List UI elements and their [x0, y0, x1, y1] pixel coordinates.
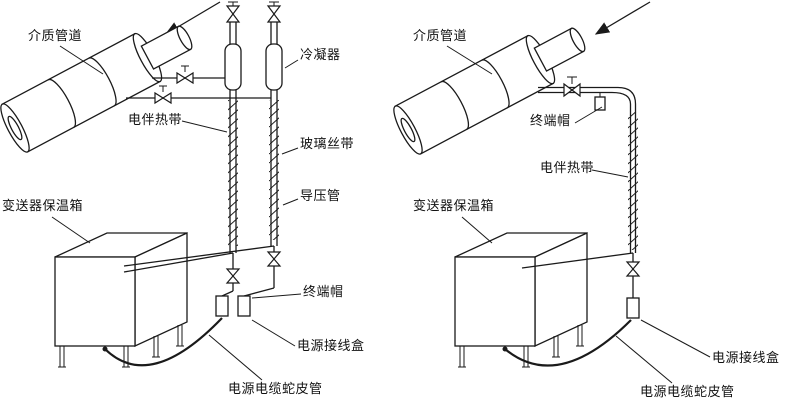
right-medium-pipeline	[393, 27, 586, 155]
left-junction-box-icon	[215, 295, 229, 317]
label-right-cable-conduit: 电源电缆蛇皮管	[640, 384, 735, 399]
right-junction-box-icon	[626, 297, 640, 319]
label-right-heat-tracing: 电伴热带	[540, 160, 595, 175]
right-flow-arrow-icon	[594, 1, 651, 35]
right-flexible-conduit	[502, 319, 632, 367]
label-left-condenser: 冷凝器	[300, 47, 341, 62]
label-right-transmitter-box: 变送器保温箱	[413, 198, 495, 213]
right-impulse-elbow	[521, 252, 634, 269]
label-right-end-cap: 终端帽	[530, 113, 571, 128]
left-condensers	[224, 43, 283, 91]
label-right-medium-pipeline: 介质管道	[413, 28, 468, 43]
left-medium-pipeline	[0, 25, 193, 153]
label-left-end-cap: 终端帽	[303, 284, 344, 299]
left-leader-lines	[51, 45, 302, 381]
left-impulse-elbows	[123, 245, 275, 273]
left-vent-valves	[225, 1, 282, 23]
right-heat-tracing-wrap	[628, 112, 638, 250]
label-left-glass-fiber-tape: 玻璃丝带	[300, 136, 355, 151]
left-drain-tails	[221, 246, 282, 297]
box-legs	[458, 325, 584, 368]
valve-icon	[225, 268, 241, 284]
label-left-medium-pipeline: 介质管道	[28, 28, 83, 43]
left-heat-tracing-wrap	[228, 100, 279, 246]
label-left-cable-conduit: 电源电缆蛇皮管	[228, 381, 323, 396]
right-drain-tail	[625, 253, 641, 298]
left-flexible-conduit	[102, 317, 223, 367]
right-transmitter-box	[454, 231, 588, 368]
valve-icon	[266, 251, 282, 267]
label-left-transmitter-box: 变送器保温箱	[2, 198, 84, 213]
left-end-cap-icon	[237, 295, 251, 317]
label-left-junction-box: 电源接线盒	[297, 338, 365, 353]
valve-icon	[625, 261, 641, 277]
left-transmitter-box	[54, 231, 188, 368]
label-left-heat-tracing: 电伴热带	[128, 112, 183, 127]
valve-icon	[176, 65, 194, 85]
valve-icon	[154, 85, 172, 105]
right-leader-lines	[446, 45, 711, 384]
box-legs	[58, 325, 184, 368]
valve-icon	[563, 76, 581, 98]
right-end-cap-icon	[594, 92, 606, 111]
left-root-valves	[126, 65, 271, 105]
label-right-junction-box: 电源接线盒	[712, 350, 780, 365]
valve-icon	[266, 1, 282, 23]
label-left-impulse-pipe: 导压管	[300, 188, 341, 203]
valve-icon	[225, 1, 241, 23]
